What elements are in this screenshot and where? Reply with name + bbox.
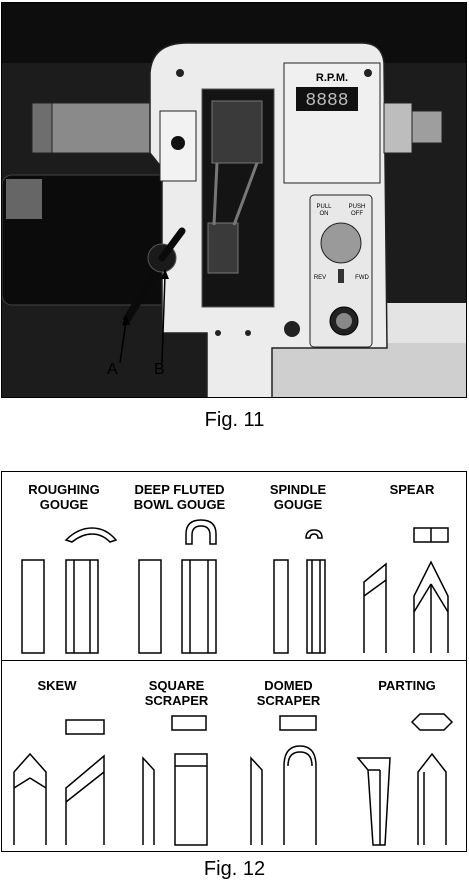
deep-fluted-bowl-gouge-drawing — [138, 519, 217, 654]
spindle-gouge-drawing — [273, 529, 326, 654]
row-divider — [2, 660, 466, 661]
rpm-display — [296, 87, 358, 111]
stop-switch — [320, 222, 362, 264]
svg-text:OFF: OFF — [351, 211, 363, 217]
parting-drawing — [356, 713, 454, 846]
label-a: A — [107, 361, 118, 378]
spear-drawing — [363, 527, 449, 653]
fwd-text: FWD — [355, 275, 369, 281]
pull-on-text: PULL — [316, 204, 332, 210]
skew-label: SKEW — [37, 678, 77, 693]
roughing-gouge-label: ROUGHING GOUGE — [28, 482, 100, 512]
rev-text: REV — [314, 275, 326, 281]
push-off-text: PUSH — [349, 204, 366, 210]
square-scraper-label: SQUARE SCRAPER — [144, 678, 209, 708]
domed-scraper-label: DOMED SCRAPER — [256, 678, 321, 708]
deep-fluted-bowl-gouge-label: DEEP FLUTED BOWL GOUGE — [133, 482, 226, 512]
parting-label: PARTING — [378, 678, 436, 693]
rpm-display-digits: 8888 — [305, 91, 348, 111]
roughing-gouge-drawing — [21, 527, 118, 654]
tool-profiles — [13, 519, 454, 846]
lathe-illustration: R.P.M. 8888 PULL ON PUSH OFF REV FWD — [2, 3, 466, 397]
lathe-headstock-photo: R.P.M. 8888 PULL ON PUSH OFF REV FWD A B — [1, 2, 467, 398]
figure-11-caption: Fig. 11 — [204, 409, 265, 431]
label-b: B — [154, 361, 165, 378]
turning-tools-diagram: ROUGHING GOUGE DEEP FLUTED BOWL GOUGE SP… — [1, 471, 467, 852]
svg-text:ON: ON — [320, 211, 329, 217]
domed-scraper-drawing — [250, 715, 317, 845]
figure-12-caption: Fig. 12 — [203, 858, 266, 880]
handle-a — [123, 259, 166, 323]
skew-drawing — [13, 719, 105, 845]
square-scraper-drawing — [142, 715, 208, 846]
rpm-label: R.P.M. — [316, 72, 348, 84]
spindle-gouge-label: SPINDLE GOUGE — [269, 482, 327, 512]
spear-label: SPEAR — [389, 482, 435, 497]
motor-plate — [6, 179, 42, 219]
